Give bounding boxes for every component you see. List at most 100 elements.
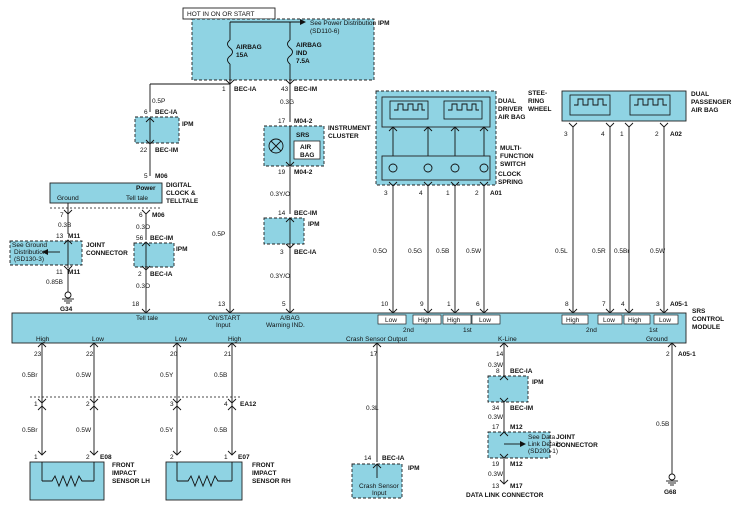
dual-driver-label-2: DRIVER [498, 106, 523, 113]
clock-spring-box [381, 155, 491, 181]
front-rh-label-1: FRONT [252, 462, 274, 469]
multi-function-label-2: FUNCTION [500, 153, 534, 160]
digital-ground-pin: Ground [57, 195, 79, 202]
wire-0.5p-a: 0.5P [152, 98, 165, 105]
kline-pin-8: 8 [496, 368, 500, 375]
clock-spring-label-2: SPRING [498, 179, 523, 186]
module-tell-tale-pin: Tell tale [136, 315, 158, 322]
conn-bec-im-kline: BEC-IM [510, 405, 533, 412]
module-ground: Ground [646, 336, 668, 343]
wire-0.3yo-a: 0.3Y/O [270, 191, 290, 198]
dual-passenger-airbag-box [561, 90, 687, 122]
ea12-pin-1: 1 [34, 401, 38, 408]
pin-19: 19 [278, 169, 286, 176]
srs-module-label-3: MODULE [692, 324, 721, 331]
digital-clock-label-2: CLOCK & [166, 190, 196, 197]
ipm-box-3 [133, 242, 175, 268]
conn-bec-im-mid: BEC-IM [294, 210, 317, 217]
joint-kline-label-2: CONNECTOR [556, 442, 598, 449]
airbag-lamp-box [293, 140, 321, 160]
a01-pin-2: 2 [475, 190, 479, 197]
pin-3: 3 [280, 249, 284, 256]
module-top-pins [141, 308, 669, 314]
pin-56: 56 [136, 235, 144, 242]
drv-1st: 1st [463, 327, 472, 334]
fuse-airbag-ind-75a [287, 39, 293, 65]
wire-0.5y-lower: 0.5Y [160, 427, 174, 434]
psq-low-2nd [597, 314, 623, 325]
fuse-ind-rating: 7.5A [296, 58, 310, 65]
wire-0.5w-a02: 0.5W [650, 248, 666, 255]
wire-0.3b: 0.3B [58, 222, 71, 229]
conn-m04-2-a: M04-2 [294, 118, 313, 125]
pin-6b: 6 [139, 212, 143, 219]
drv-2nd: 2nd [403, 327, 414, 334]
fuse-airbag-rating: 15A [236, 52, 248, 59]
pass-high-2nd: High [566, 317, 580, 324]
crash-input-label-1: Crash Sensor [359, 483, 400, 490]
module-pin-1: 1 [447, 301, 451, 308]
see-data-3: (SD200-1) [528, 448, 558, 455]
airbag-lamp-air: AIR [300, 144, 312, 151]
wire-0.5b-ground: 0.5B [656, 421, 669, 428]
pin-1: 1 [222, 86, 226, 93]
conn-a05-1-top: A05-1 [670, 301, 688, 308]
a02-pin-2: 2 [655, 131, 659, 138]
ipm-label-3: IPM [176, 246, 188, 253]
driver-airbag-squib-2-icon [443, 100, 483, 120]
module-pin-9: 9 [420, 301, 424, 308]
sensor-arrows [37, 450, 237, 456]
steering-wheel-label-3: WHEEL [528, 106, 552, 113]
srs-module-label-1: SRS [692, 308, 706, 315]
conn-bec-im: BEC-IM [294, 86, 317, 93]
conn-m06-2: M06 [152, 212, 165, 219]
conn-m12-b: M12 [510, 461, 523, 468]
wire-0.3l: 0.3L [366, 405, 379, 412]
module-pin-6: 6 [476, 301, 480, 308]
conn-m06-1: M06 [155, 173, 168, 180]
a01-pin-3: 3 [384, 190, 388, 197]
psq-high-1st [623, 314, 651, 325]
pass-high-1st: High [628, 317, 642, 324]
wire-0.5w-lh-upper: 0.5W [76, 372, 92, 379]
module-pin-4: 4 [621, 301, 625, 308]
pin-5: 5 [144, 173, 148, 180]
wire-0.5l: 0.5L [555, 248, 568, 255]
wire-0.3o-a: 0.3O [136, 224, 150, 231]
module-pin-17: 17 [370, 351, 378, 358]
module-on-start-2: Input [216, 322, 231, 329]
dual-driver-label-1: DUAL [498, 98, 516, 105]
e08-pin-1: 1 [34, 454, 38, 461]
drv-low-2nd: Low [385, 317, 397, 324]
module-k-line: K-Line [498, 336, 517, 343]
joint-connector-kline [487, 431, 551, 459]
module-abag-2: Warning IND. [266, 322, 305, 329]
digital-clock-box [49, 182, 163, 204]
conn-a01: A01 [490, 190, 502, 197]
pass-1st: 1st [649, 327, 658, 334]
fuse-airbag-15a [227, 39, 233, 65]
module-pin-8: 8 [565, 301, 569, 308]
pin-6: 6 [144, 109, 148, 116]
airbag-lamp-bag: BAG [300, 152, 314, 159]
ipm-box-kline [487, 375, 529, 403]
ipm-label: IPM [378, 20, 390, 27]
conn-m11-1: M11 [68, 233, 81, 240]
pin-17: 17 [278, 118, 286, 125]
drv-high-2nd: High [418, 317, 432, 324]
multi-function-label-1: MULTI- [500, 145, 522, 152]
module-on-start-1: ON/START [208, 315, 240, 322]
wire-0.5w-a01: 0.5W [466, 248, 482, 255]
wire-0.5b-rh-lower: 0.5B [214, 427, 227, 434]
module-bottom-pins [37, 342, 677, 348]
conn-m04-2-b: M04-2 [294, 169, 313, 176]
sensor-rh-resistor-icon [177, 474, 232, 488]
sensor-lh-resistor-icon [42, 474, 94, 488]
wire-0.5o: 0.5O [373, 248, 387, 255]
fuse-airbag-label: AIRBAG [236, 44, 262, 51]
module-high-lh: High [36, 336, 50, 343]
wire-0.5y-upper: 0.5Y [160, 372, 174, 379]
wire-0.3g: 0.3G [280, 99, 294, 106]
conn-m12-a: M12 [510, 424, 523, 431]
pin-7: 7 [60, 212, 64, 219]
